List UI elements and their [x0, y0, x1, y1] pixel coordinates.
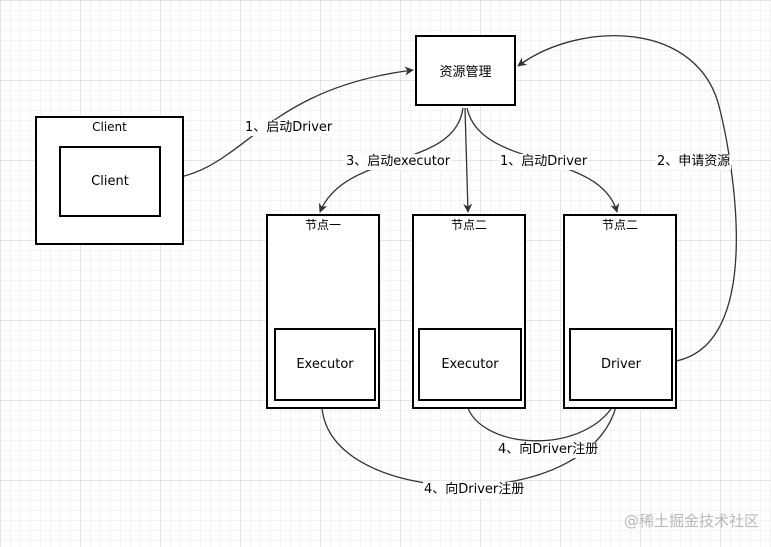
node-three-container: 节点二 Driver [563, 214, 677, 409]
edge-label-client-to-rm: 1、启动Driver [244, 120, 334, 136]
node-one-title: 节点一 [304, 218, 341, 232]
node-two-title: 节点二 [450, 218, 487, 232]
node-one-executor-box: Executor [274, 328, 376, 401]
watermark-text: @稀土掘金技术社区 [623, 512, 759, 530]
edge-label-executor-one-register: 4、向Driver注册 [423, 482, 526, 498]
node-two-executor-label: Executor [441, 357, 499, 372]
client-container: Client Client [35, 116, 184, 245]
node-two-executor-box: Executor [418, 328, 522, 401]
resource-manager-box: 资源管理 [415, 35, 516, 106]
node-three-driver-box: Driver [569, 328, 673, 401]
client-container-title: Client [92, 120, 127, 134]
edge-label-executor-two-register: 4、向Driver注册 [497, 442, 600, 458]
client-label: Client [91, 174, 129, 189]
node-three-driver-label: Driver [600, 357, 641, 372]
edge-label-rm-to-node-one: 3、启动executor [345, 154, 452, 170]
edge-executor-two-to-driver [465, 396, 619, 442]
edge-label-driver-to-rm: 2、申请资源 [656, 154, 732, 170]
node-one-executor-label: Executor [296, 357, 354, 372]
client-box: Client [59, 146, 161, 217]
edge-driver-to-resource-manager [517, 35, 737, 363]
edge-resource-manager-to-node-two [463, 107, 473, 213]
node-one-container: 节点一 Executor [266, 214, 380, 409]
node-two-container: 节点二 Executor [412, 214, 526, 409]
resource-manager-label: 资源管理 [439, 65, 492, 80]
edge-label-rm-to-node-three: 1、启动Driver [499, 154, 589, 170]
node-three-title: 节点二 [601, 218, 638, 232]
